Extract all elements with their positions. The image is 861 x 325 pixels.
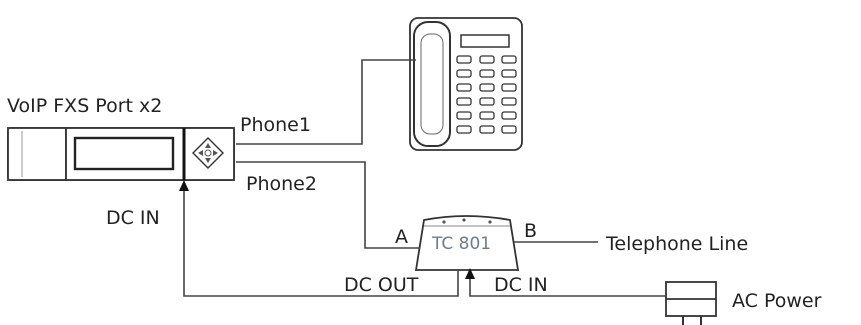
port-b-label: B [524,220,537,242]
voip-gateway-icon [7,127,235,181]
power-adapter-icon [665,281,717,325]
telephone-line-label: Telephone Line [605,233,748,255]
dc-in-arrow-right [465,268,475,279]
gateway-label: VoIP FXS Port x2 [7,95,162,117]
port-a-label: A [395,226,408,248]
tc801-label: TC 801 [431,234,491,254]
dc-in-arrow-left [179,180,189,191]
tc801-switch-icon [414,215,520,271]
dc-in-left-label: DC IN [106,207,160,229]
dc-out-label: DC OUT [344,274,419,296]
dc-in-right-label: DC IN [494,274,548,296]
phone2-label: Phone2 [246,173,317,195]
ac-power-label: AC Power [732,290,822,312]
desk-phone-icon [409,17,523,151]
dc-in-wire [469,276,666,297]
dc-out-wire [183,188,459,297]
phone2-wire [236,161,420,249]
phone1-label: Phone1 [240,114,311,136]
phone1-wire [236,59,416,145]
